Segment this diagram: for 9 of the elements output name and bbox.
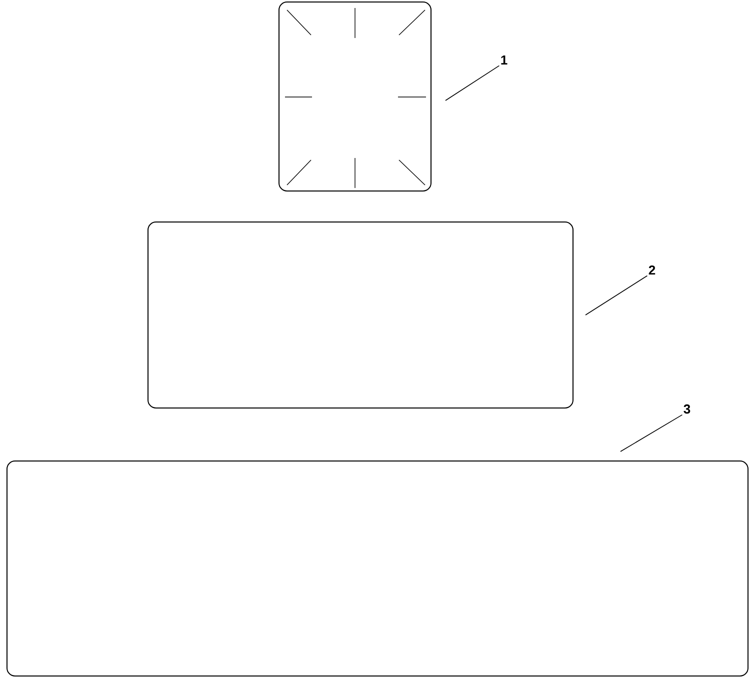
leader-line xyxy=(620,414,683,452)
decal-drawing xyxy=(278,2,432,192)
callout-number: 3 xyxy=(684,404,690,414)
callout-number: 1 xyxy=(501,56,508,64)
leader-line xyxy=(445,65,500,101)
decal-outline xyxy=(148,222,574,408)
callout-number: 2 xyxy=(648,265,656,275)
decal-outline xyxy=(6,460,748,676)
leader-line xyxy=(585,275,648,316)
